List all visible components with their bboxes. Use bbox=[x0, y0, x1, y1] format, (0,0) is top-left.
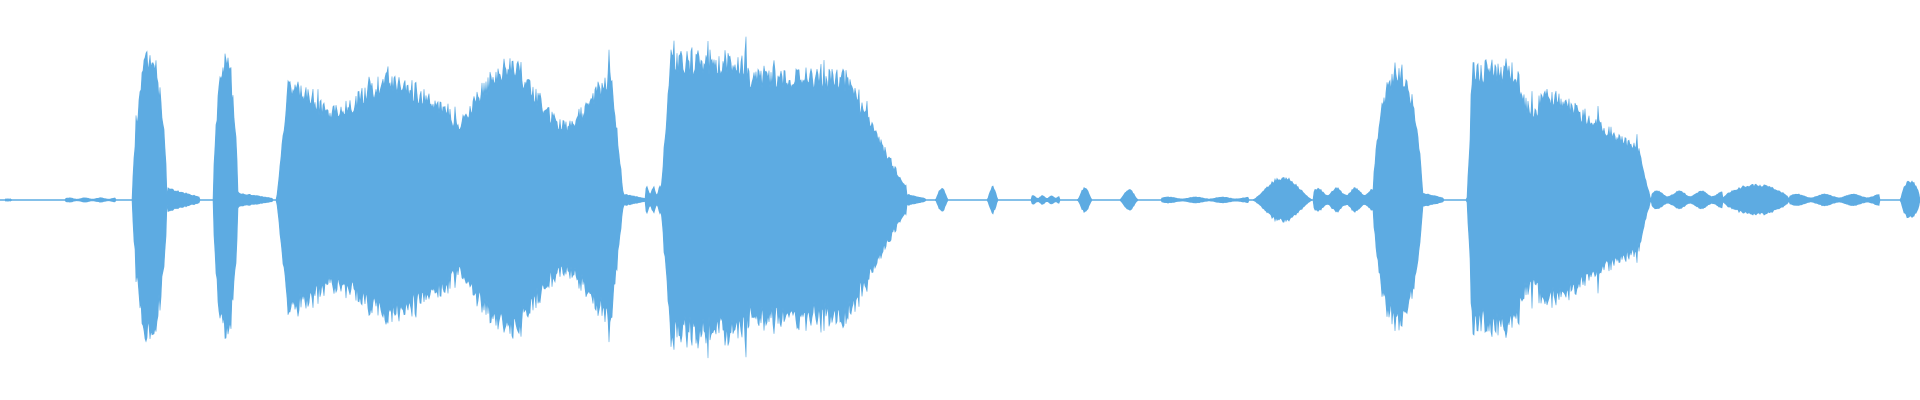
waveform-shape bbox=[0, 36, 1920, 359]
